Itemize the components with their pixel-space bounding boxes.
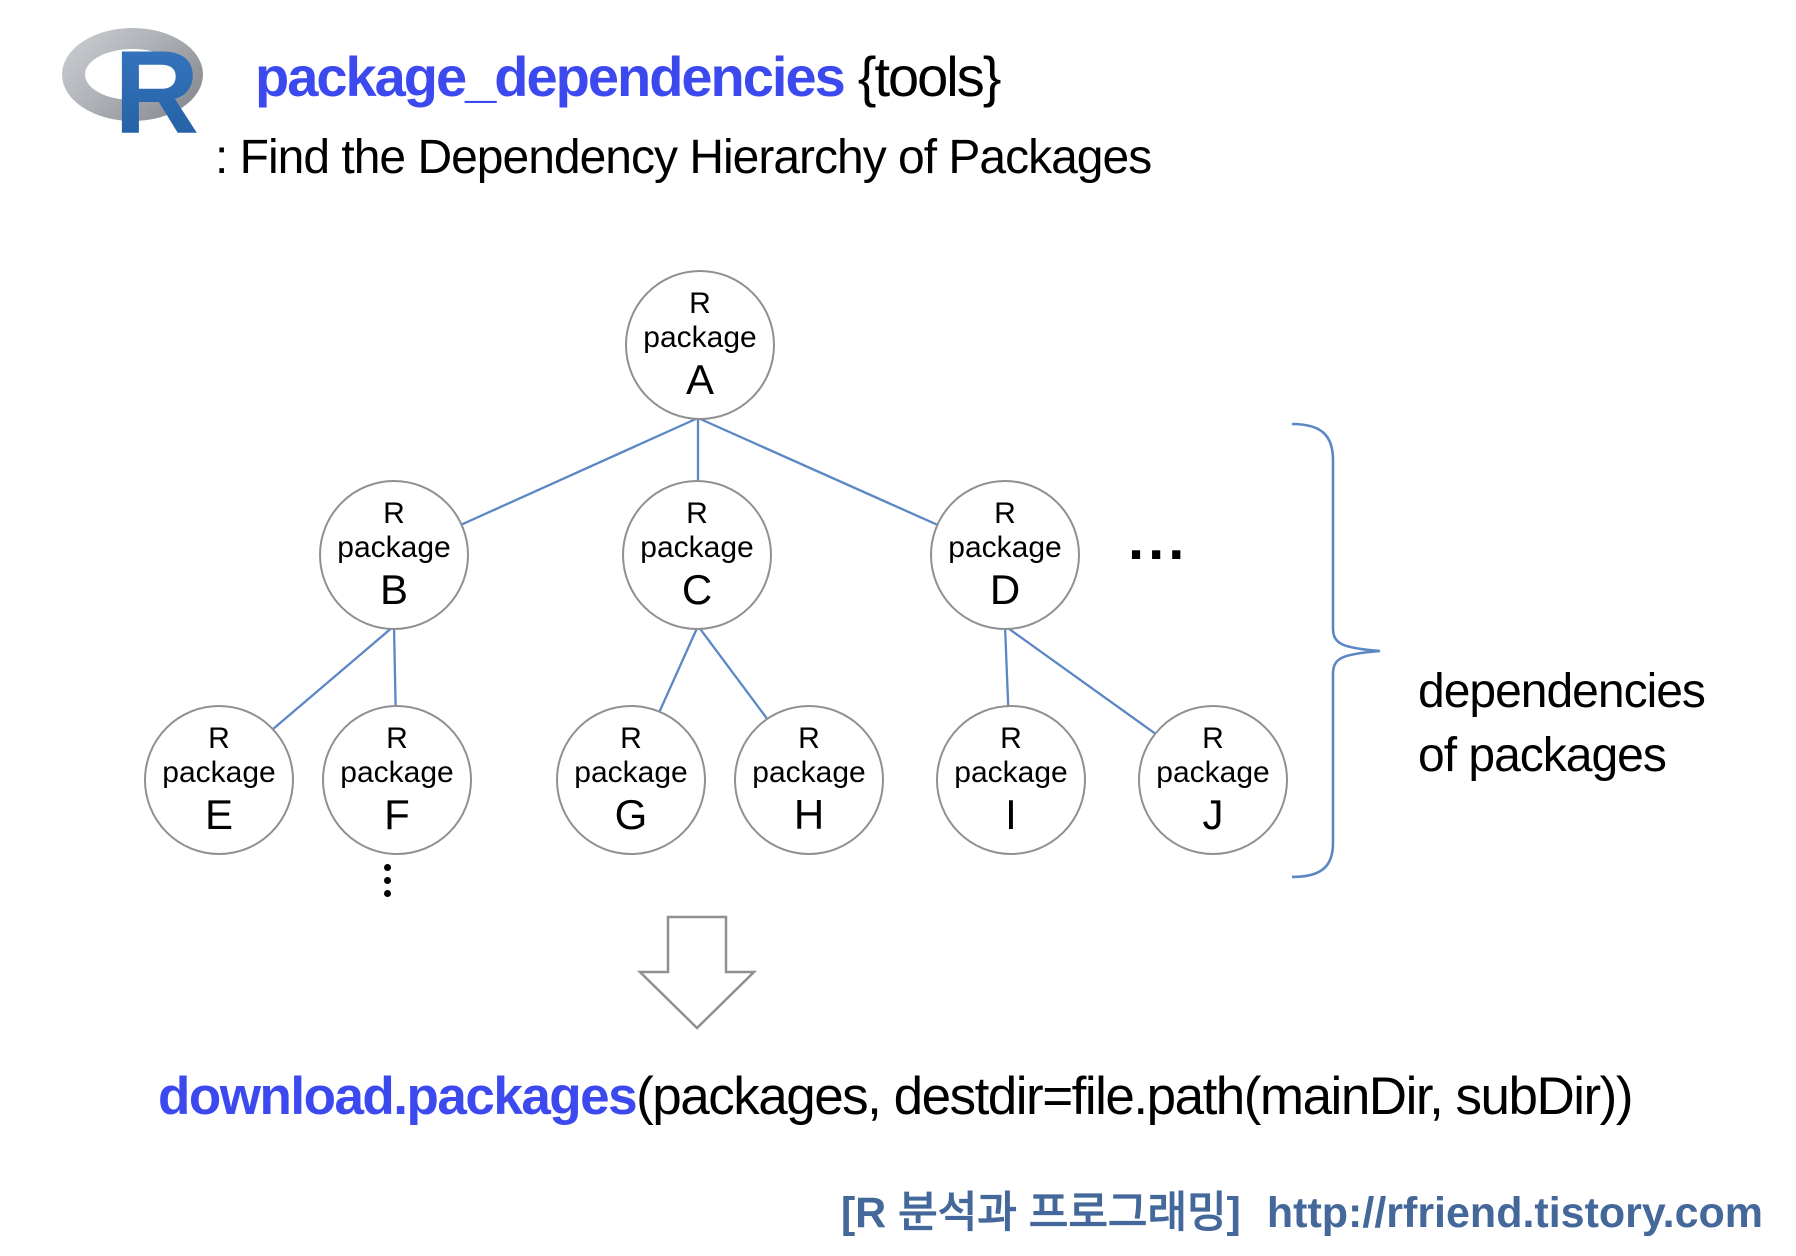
r-logo: R xyxy=(58,24,218,159)
node-label-package: package xyxy=(340,755,454,789)
tree-node-c: R package C xyxy=(622,480,772,630)
tree-node-e: R package E xyxy=(144,705,294,855)
brace-label: dependencies of packages xyxy=(1418,660,1706,788)
node-label-r: R xyxy=(1202,721,1224,755)
node-letter: E xyxy=(204,790,233,838)
node-label-package: package xyxy=(640,530,754,564)
code-line: download.packages(packages, destdir=file… xyxy=(158,1066,1633,1127)
node-label-r: R xyxy=(994,496,1016,530)
node-letter: C xyxy=(681,565,713,613)
node-label-package: package xyxy=(162,755,276,789)
node-letter: J xyxy=(1202,790,1224,838)
tree-node-g: R package G xyxy=(556,705,706,855)
node-label-r: R xyxy=(208,721,230,755)
node-label-r: R xyxy=(798,721,820,755)
brace-label-line1: dependencies xyxy=(1418,665,1706,718)
brace-label-line2: of packages xyxy=(1418,729,1667,782)
tree-node-h: R package H xyxy=(734,705,884,855)
footer-korean-label: [R 분석과 프로그래밍] xyxy=(840,1189,1241,1237)
node-label-r: R xyxy=(686,496,708,530)
node-letter: D xyxy=(989,565,1021,613)
tree-node-j: R package J xyxy=(1138,705,1288,855)
r-logo-ring-hole xyxy=(85,49,180,100)
title-function-name: package_dependencies xyxy=(255,45,846,108)
node-letter: H xyxy=(793,790,825,838)
node-label-package: package xyxy=(574,755,688,789)
more-nodes-ellipsis: ... xyxy=(1128,507,1189,572)
node-label-package: package xyxy=(948,530,1062,564)
node-letter: I xyxy=(1005,790,1017,838)
vertical-ellipsis xyxy=(384,864,391,897)
code-arguments: (packages, destdir=file.path(mainDir, su… xyxy=(636,1067,1633,1126)
node-label-package: package xyxy=(337,530,451,564)
page-subtitle: : Find the Dependency Hierarchy of Packa… xyxy=(215,131,1152,184)
node-label-r: R xyxy=(689,286,711,320)
tree-node-d: R package D xyxy=(930,480,1080,630)
tree-node-b: R package B xyxy=(319,480,469,630)
r-logo-ring xyxy=(62,28,203,121)
node-label-r: R xyxy=(620,721,642,755)
title-package-name: {tools} xyxy=(857,45,1002,108)
node-label-package: package xyxy=(1156,755,1270,789)
node-label-r: R xyxy=(383,496,405,530)
node-label-package: package xyxy=(643,320,757,354)
node-label-package: package xyxy=(752,755,866,789)
node-letter: A xyxy=(685,355,714,403)
node-label-r: R xyxy=(1000,721,1022,755)
node-label-r: R xyxy=(386,721,408,755)
r-logo-letter: R xyxy=(114,20,199,168)
node-label-package: package xyxy=(954,755,1068,789)
node-letter: G xyxy=(614,790,648,838)
footer: [R 분석과 프로그래밍] http://rfriend.tistory.com xyxy=(841,1178,1763,1240)
code-function-name: download.packages xyxy=(158,1067,638,1126)
node-letter: F xyxy=(384,790,410,838)
node-letter: B xyxy=(379,565,408,613)
tree-node-i: R package I xyxy=(936,705,1086,855)
tree-node-f: R package F xyxy=(322,705,472,855)
tree-node-a: R package A xyxy=(625,270,775,420)
page-title: package_dependencies{tools} xyxy=(255,44,1002,109)
down-arrow-icon xyxy=(636,915,758,1030)
right-brace xyxy=(1291,422,1381,879)
footer-url: http://rfriend.tistory.com xyxy=(1266,1189,1763,1237)
